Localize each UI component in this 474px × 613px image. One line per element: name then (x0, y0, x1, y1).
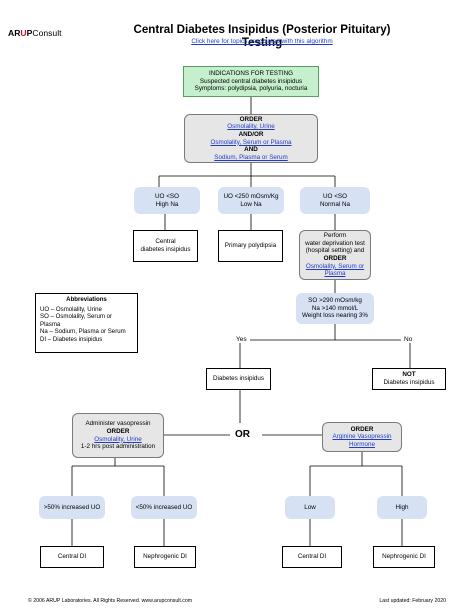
central-di-outcome-1: Central DI (40, 546, 104, 568)
or-label: OR (232, 429, 253, 440)
uo-low-line2: Low Na (240, 200, 262, 208)
uo-high-line1: UO <SO (155, 192, 179, 200)
sodium-link[interactable]: Sodium, Plasma or Serum (214, 153, 288, 161)
central-di-outcome-2: Central DI (282, 546, 342, 568)
abbreviation-item: SO – Osmolality, Serum or Plasma (40, 313, 113, 328)
topics-link[interactable]: Click here for topics associated with th… (191, 38, 333, 45)
nephrogenic-di-label: Nephrogenic DI (143, 553, 187, 561)
order-label: ORDER (106, 427, 130, 435)
central-di-label: Central DI (57, 553, 87, 561)
nephrogenic-di-outcome-1: Nephrogenic DI (134, 546, 196, 568)
uo-low-na-box: UO <250 mOsm/Kg Low Na (218, 187, 284, 214)
indications-heading: INDICATIONS FOR TESTING (208, 70, 294, 78)
central-di-line2: diabetes insipidus (140, 246, 191, 253)
avp-order-box: ORDER Arginine Vasopressin Hormone (322, 422, 402, 452)
so-criteria-box: SO >290 mOsm/kg Na >140 mmol/L Weight lo… (296, 293, 374, 324)
uo-high-na-box: UO <SO High Na (134, 187, 200, 214)
gt50-label: >50% increased UO (43, 503, 101, 511)
abbreviation-item: UO – Osmolality, Urine (40, 305, 102, 313)
central-di-box: Central diabetes insipidus (133, 230, 198, 262)
and-label: AND (244, 146, 258, 154)
high-label: High (395, 503, 409, 511)
not-di-label: Diabetes insipidus (383, 379, 435, 386)
nephrogenic-di-outcome-2: Nephrogenic DI (373, 546, 435, 568)
arginine-vasopressin-link[interactable]: Arginine Vasopressin (332, 433, 392, 441)
central-di-line1: Central (155, 238, 176, 246)
indications-box: INDICATIONS FOR TESTING Suspected centra… (183, 66, 319, 97)
uo-normal-line2: Normal Na (319, 200, 351, 208)
primary-polydipsia-box: Primary polydipsia (218, 230, 283, 262)
plasma-link[interactable]: Plasma (324, 270, 346, 278)
uo-high-line2: High Na (155, 200, 179, 208)
no-label: No (401, 336, 416, 343)
low-label: Low (304, 503, 316, 511)
abbreviation-item: Na – Sodium, Plasma or Serum (40, 328, 126, 336)
so-line2: Na >140 mmol/L (311, 304, 359, 312)
water-deprivation-box: Perform water deprivation test (hospital… (299, 230, 371, 280)
perform-label: Perform (323, 232, 347, 240)
osmolality-serum-link[interactable]: Osmolality, Serum or (305, 262, 365, 270)
abbreviations-box: Abbreviations UO – Osmolality, Urine SO … (35, 293, 138, 353)
lt50-label: <50% increased UO (135, 503, 193, 511)
administer-vasopressin-label: Administer vasopressin (85, 420, 151, 428)
nephrogenic-di-label: Nephrogenic DI (382, 553, 426, 561)
vasopressin-box: Administer vasopressin ORDER Osmolality,… (72, 413, 164, 458)
so-line1: SO >290 mOsm/kg (308, 297, 362, 305)
osmolality-urine-link[interactable]: Osmolality, Urine (94, 435, 142, 443)
order-label: ORDER (323, 255, 347, 262)
indications-line: Suspected central diabetes insipidus (199, 77, 303, 85)
hospital-setting-label: (hospital setting) and (305, 247, 365, 255)
central-di-label: Central DI (297, 553, 327, 561)
order-label: ORDER (350, 425, 374, 433)
abbreviation-item: DI – Diabetes insipidus (40, 335, 103, 343)
so-line3: Weight loss nearing 3% (301, 312, 369, 320)
diabetes-insipidus-label: Diabetes insipidus (212, 375, 265, 383)
arup-consult-logo: ARUPConsult (8, 28, 62, 38)
low-box: Low (285, 496, 335, 519)
primary-polydipsia-label: Primary polydipsia (224, 242, 277, 250)
abbreviations-heading: Abbreviations (66, 296, 107, 303)
uo-normal-line1: UO <SO (323, 192, 347, 200)
order-label: ORDER (239, 115, 263, 123)
indications-symptoms: Symptoms: polydipsia, polyuria, nocturia (194, 85, 308, 93)
andor-label: AND/OR (238, 130, 264, 138)
not-label: NOT (402, 371, 416, 379)
post-admin-label: 1-2 hrs post administration (80, 443, 156, 451)
gt50-increase-box: >50% increased UO (39, 496, 105, 519)
page-title: Central Diabetes Insipidus (Posterior Pi… (133, 23, 391, 49)
water-deprivation-label: water deprivation test (305, 239, 365, 247)
copyright-footer: © 2006 ARUP Laboratories. All Rights Res… (28, 598, 193, 604)
lt50-increase-box: <50% increased UO (131, 496, 197, 519)
uo-low-line1: UO <250 mOsm/Kg (223, 192, 279, 200)
osmolality-urine-link[interactable]: Osmolality, Urine (227, 123, 275, 131)
not-diabetes-insipidus-box: NOT Diabetes insipidus (372, 368, 446, 390)
yes-label: Yes (233, 336, 250, 343)
hormone-link[interactable]: Hormone (349, 440, 375, 448)
diabetes-insipidus-box: Diabetes insipidus (206, 368, 271, 390)
uo-normal-na-box: UO <SO Normal Na (300, 187, 370, 214)
high-box: High (377, 496, 427, 519)
last-updated-footer: Last updated: February 2020 (379, 598, 446, 604)
initial-order-box: ORDER Osmolality, Urine AND/OR Osmolalit… (184, 114, 318, 163)
osmolality-serum-link[interactable]: Osmolality, Serum or Plasma (210, 138, 292, 146)
